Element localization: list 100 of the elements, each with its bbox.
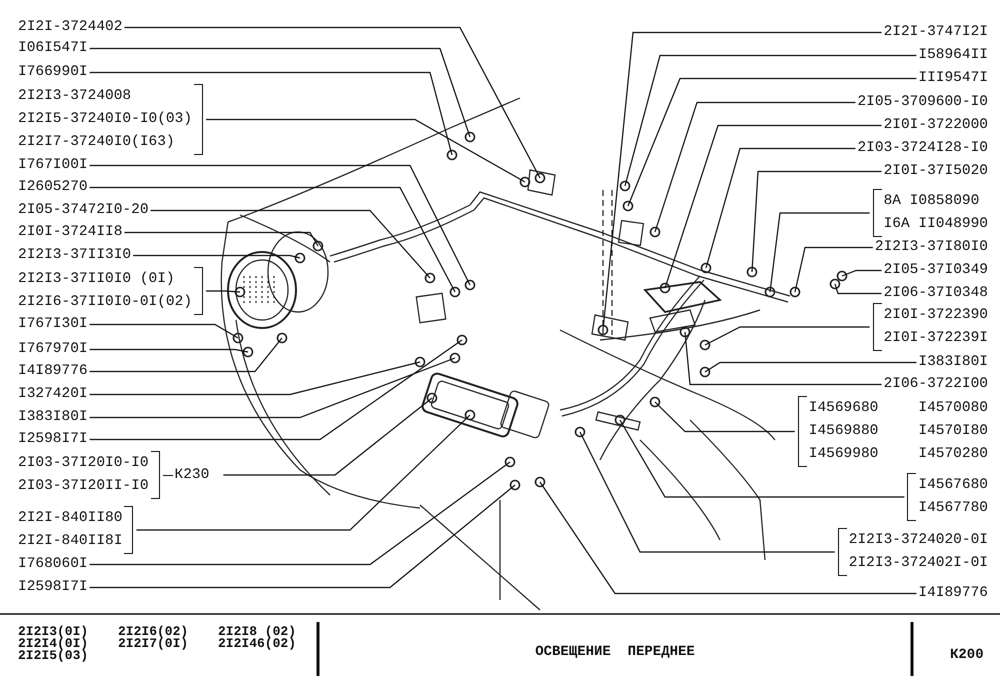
leader-line bbox=[90, 48, 471, 138]
leader-line bbox=[90, 361, 420, 396]
part-number: К230 bbox=[174, 466, 210, 484]
part-number: 2I2I-840II80 bbox=[18, 509, 122, 528]
leader-line bbox=[90, 357, 456, 418]
part-number: I2605270 bbox=[18, 176, 88, 199]
part-number: 2I06-3722I00 bbox=[884, 373, 988, 396]
part-number: 2I2I3-37II3I0 bbox=[18, 244, 132, 267]
part-number: I4569980 bbox=[808, 445, 878, 464]
leader-line bbox=[124, 232, 319, 246]
leader-line bbox=[124, 26, 541, 178]
part-number: 2I2I3-372402I-0I bbox=[848, 554, 988, 573]
model-code: 2I2I6(02) bbox=[118, 626, 188, 638]
leader-line bbox=[579, 432, 835, 553]
part-number: 2I2I-840II8I bbox=[18, 532, 122, 551]
leader-line bbox=[704, 362, 916, 372]
part-number: I4569680 bbox=[808, 399, 878, 418]
leader-line bbox=[223, 398, 432, 476]
leader-line bbox=[619, 420, 904, 498]
leader-line bbox=[664, 124, 882, 288]
part-number: 2I03-37I20II-I0 bbox=[18, 477, 149, 496]
leader-line bbox=[90, 484, 516, 588]
model-code: 2I2I7(0I) bbox=[118, 638, 188, 650]
model-code: 2I2I8 (02) bbox=[218, 626, 296, 638]
leader-line bbox=[133, 254, 300, 259]
part-number: 2I2I3-37II0I0 (0I) bbox=[18, 270, 176, 289]
part-number: I327420I bbox=[18, 383, 88, 406]
part-number: I06I547I bbox=[18, 37, 88, 60]
part-number: 8A I0858090 bbox=[884, 192, 980, 211]
part-number: 2I03-3724I28-I0 bbox=[857, 137, 988, 160]
part-number: I767I30I bbox=[18, 313, 88, 336]
leader-line bbox=[206, 290, 240, 293]
leader-line bbox=[90, 164, 471, 286]
sheet-number: К200 bbox=[950, 649, 984, 661]
part-number: III9547I bbox=[918, 67, 988, 90]
part-number: I766990I bbox=[18, 61, 88, 84]
model-code: 2I2I4(0I) bbox=[18, 638, 88, 650]
part-number: I6A II048990 bbox=[884, 215, 988, 234]
part-number: 2I2I6-37II0I0-0I(02) bbox=[18, 293, 192, 312]
part-number: 2I2I5-37240I0-I0(03) bbox=[18, 110, 192, 129]
part-number: I383I80I bbox=[18, 406, 88, 429]
part-number: 2I2I3-3724020-0I bbox=[848, 531, 988, 550]
leader-line bbox=[794, 246, 873, 292]
part-number: I4570I80 bbox=[918, 422, 988, 441]
leader-line bbox=[704, 326, 870, 346]
model-code: 2I2I5(03) bbox=[18, 650, 88, 662]
part-number: 2I2I3-37I80I0 bbox=[874, 236, 988, 259]
model-code: 2I2I46(02) bbox=[218, 638, 296, 650]
part-number: 2I0I-37I5020 bbox=[884, 160, 988, 183]
leader-line bbox=[627, 78, 916, 206]
part-number: I768060I bbox=[18, 553, 88, 576]
part-number: 2I2I-3724402 bbox=[18, 16, 122, 39]
part-number: I4570280 bbox=[918, 445, 988, 464]
part-number: I4567680 bbox=[918, 476, 988, 495]
leader-line bbox=[624, 54, 916, 186]
part-number: I2598I7I bbox=[18, 428, 88, 451]
leader-line bbox=[90, 338, 282, 372]
part-number: 2I0I-3722000 bbox=[884, 114, 988, 137]
part-number: 2I05-3709600-I0 bbox=[857, 91, 988, 114]
part-number: 2I0I-3724II8 bbox=[18, 221, 122, 244]
diagram-title: ОСВЕЩЕНИЕ ПЕРЕДНЕЕ bbox=[534, 646, 696, 658]
part-number: 2I0I-3722390 bbox=[884, 306, 988, 325]
part-number: 2I0I-372239I bbox=[884, 329, 988, 348]
leader-line bbox=[705, 148, 856, 268]
part-number: I4I89776 bbox=[918, 582, 988, 605]
part-number: 2I2I7-37240I0(I63) bbox=[18, 133, 176, 152]
part-number: 2I06-37I0348 bbox=[884, 282, 988, 305]
leader-line bbox=[684, 332, 882, 386]
leader-line bbox=[834, 284, 882, 294]
leader-line bbox=[90, 72, 453, 156]
leader-line bbox=[206, 118, 526, 183]
leader-line bbox=[654, 102, 856, 232]
part-number: I767970I bbox=[18, 338, 88, 361]
leader-line bbox=[90, 324, 238, 339]
leader-line bbox=[654, 402, 795, 432]
part-number: I58964II bbox=[918, 44, 988, 67]
part-number: I4569880 bbox=[808, 422, 878, 441]
leader-line bbox=[90, 340, 462, 440]
leader-line bbox=[842, 270, 882, 277]
leader-line bbox=[150, 210, 430, 278]
leader-line bbox=[769, 212, 870, 292]
part-number: I4570080 bbox=[918, 399, 988, 418]
leader-line bbox=[136, 414, 470, 531]
part-number: I2598I7I bbox=[18, 576, 88, 599]
part-number: 2I2I3-3724008 bbox=[18, 87, 132, 106]
leader-line bbox=[751, 170, 882, 272]
part-number: 2I2I-3747I2I bbox=[884, 21, 988, 44]
part-number: I767I00I bbox=[18, 154, 88, 177]
leader-line bbox=[602, 32, 882, 330]
part-number: I383I80I bbox=[918, 351, 988, 374]
part-number: 2I03-37I20I0-I0 bbox=[18, 454, 149, 473]
leader-line bbox=[90, 462, 510, 566]
leader-line bbox=[540, 482, 916, 594]
leader-line bbox=[90, 186, 456, 292]
model-code: 2I2I3(0I) bbox=[18, 626, 88, 638]
part-number: I4567780 bbox=[918, 499, 988, 518]
part-number: 2I05-37I0349 bbox=[884, 259, 988, 282]
leader-line bbox=[90, 348, 248, 353]
part-number: I4I89776 bbox=[18, 360, 88, 383]
part-number: 2I05-37472I0-20 bbox=[18, 199, 149, 222]
